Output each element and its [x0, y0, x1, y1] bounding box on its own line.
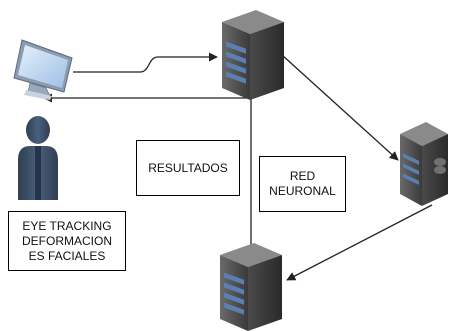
monitor-icon: [13, 39, 73, 100]
red-neuronal-label: RED NEURONAL: [259, 156, 346, 212]
user-icon: [18, 116, 58, 200]
connector-monitor-to-server: [73, 52, 218, 73]
connector-server-to-red-neuronal: [281, 54, 399, 161]
server-icon: [400, 122, 448, 206]
eye-tracking-label: EYE TRACKING DEFORMACION ES FACIALES: [8, 211, 126, 271]
resultados-label: RESULTADOS: [136, 140, 240, 196]
connector-red-neuronal-to-server: [286, 204, 433, 281]
server-icon: [220, 243, 282, 331]
server-icon: [222, 10, 284, 100]
